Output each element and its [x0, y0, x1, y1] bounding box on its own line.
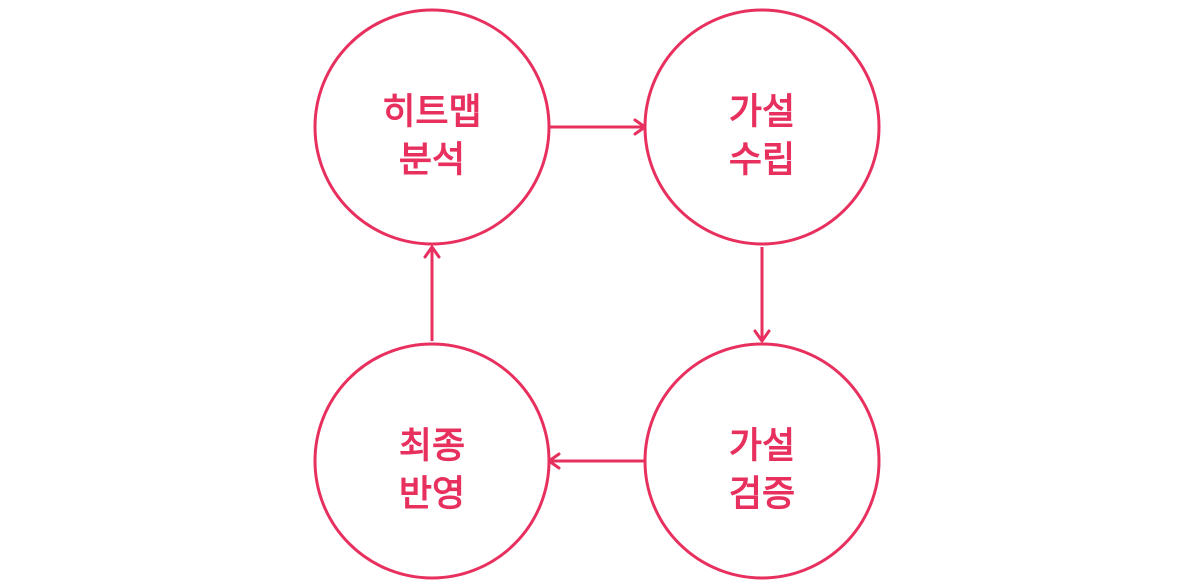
node-label-line2: 분석 [399, 140, 465, 181]
node-circle [313, 342, 551, 580]
edge-heatmap-to-hypothesis [549, 118, 647, 136]
node-circle [313, 8, 551, 246]
node-label-line1: 최종 [399, 426, 465, 467]
node-circle [643, 8, 881, 246]
node-label-line1: 가설 [729, 426, 795, 467]
edge-final-to-heatmap [423, 245, 441, 341]
node-hypothesis-formulation: 가설 수립 [643, 8, 881, 246]
node-heatmap-analysis: 히트맵 분석 [313, 8, 551, 246]
arrowhead-up-icon [423, 245, 441, 259]
node-label-line2: 검증 [729, 474, 795, 515]
node-label-line2: 반영 [399, 474, 465, 515]
node-circle [643, 342, 881, 580]
node-label-line2: 수립 [729, 140, 795, 181]
node-hypothesis-verification: 가설 검증 [643, 342, 881, 580]
node-final-reflection: 최종 반영 [313, 342, 551, 580]
edge-formulation-to-verification [753, 247, 771, 343]
node-label-line1: 히트맵 [382, 92, 481, 133]
arrowhead-down-icon [753, 329, 771, 343]
node-label-line1: 가설 [729, 92, 795, 133]
edge-verification-to-final [547, 452, 645, 470]
